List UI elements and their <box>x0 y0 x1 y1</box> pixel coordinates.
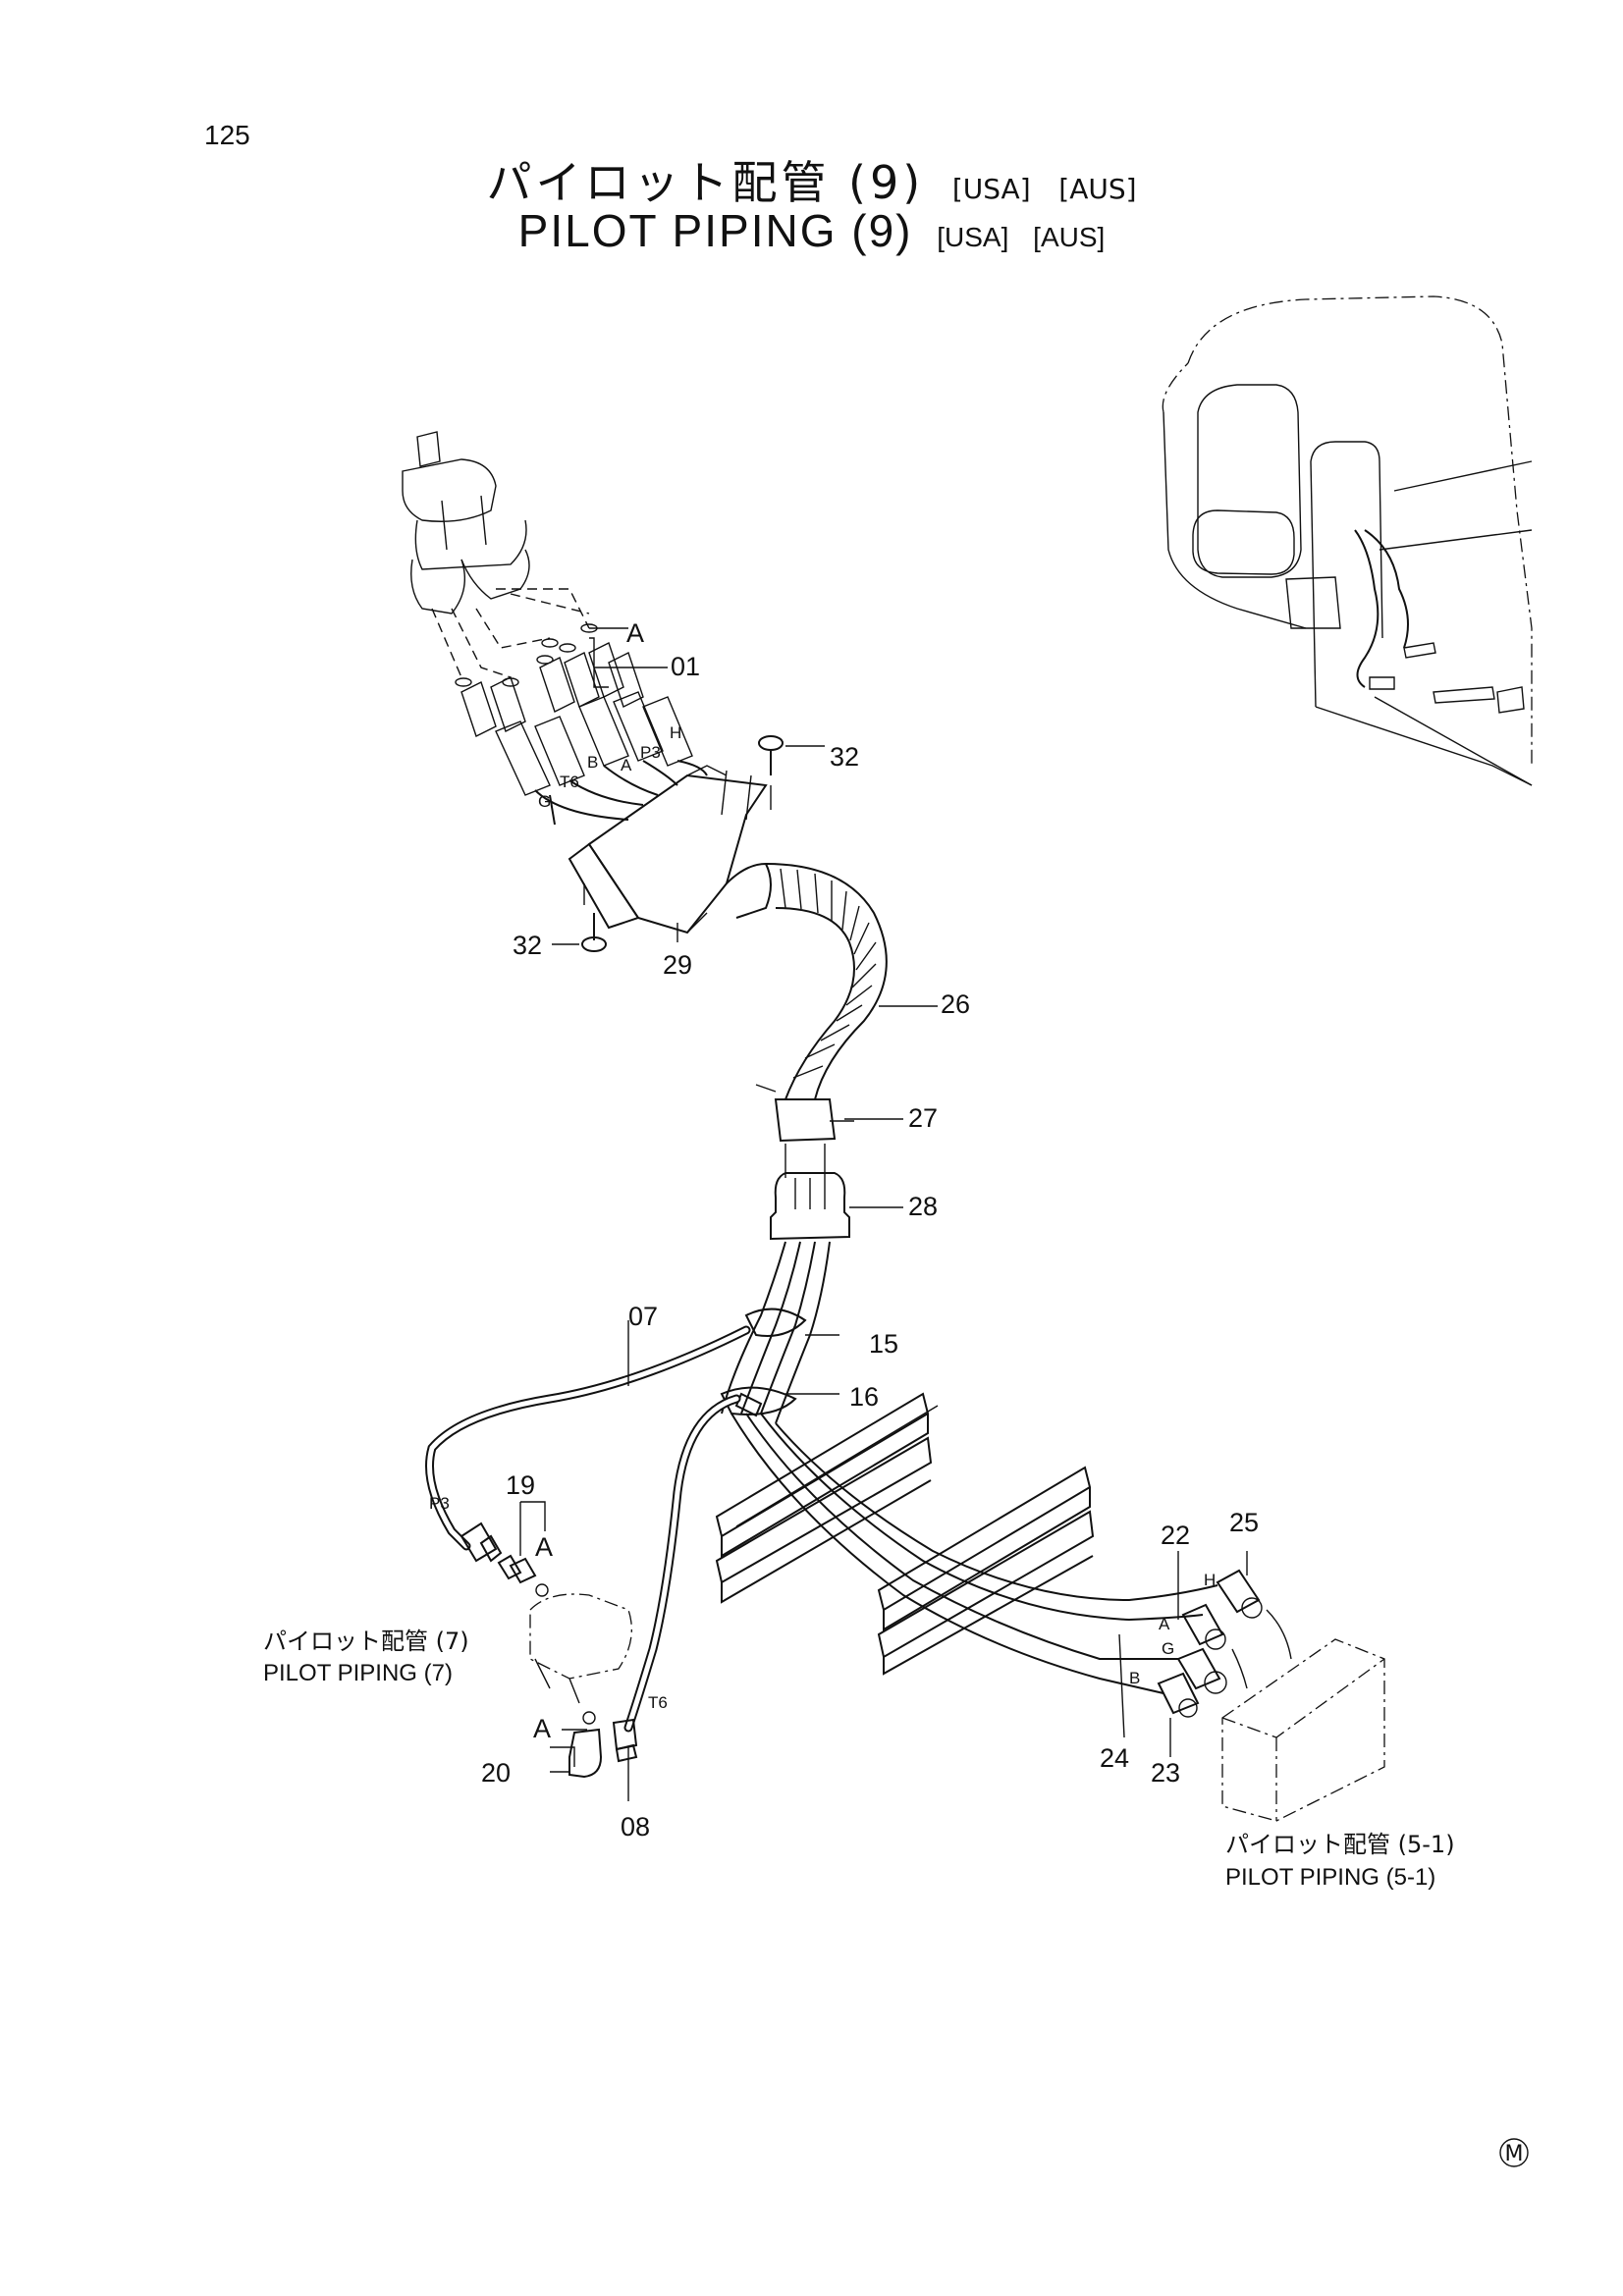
callout-08: 08 <box>621 1812 650 1842</box>
fitting-22-a <box>1181 1603 1226 1650</box>
callout-15: 15 <box>869 1329 898 1359</box>
footer-m-mark: M <box>1499 2138 1529 2167</box>
valve-ref-pilot-piping-7 <box>529 1593 632 1725</box>
callout-19: 19 <box>506 1470 535 1500</box>
port-label-a-top: A <box>621 756 632 774</box>
callout-29: 29 <box>663 950 692 980</box>
port-label-h-right: H <box>1204 1571 1216 1589</box>
page-title-japanese: パイロット配管 (9) [USA] [AUS] <box>0 147 1623 212</box>
callout-24: 24 <box>1100 1743 1129 1773</box>
cable-tie-15 <box>744 1308 839 1337</box>
port-label-g-top: G <box>538 792 551 811</box>
region-tag-usa-en: [USA] <box>937 222 1009 252</box>
ref-pilot-piping-7-jp: パイロット配管 (7) <box>263 1628 469 1655</box>
upper-hose-bundle <box>534 760 708 826</box>
callout-28: 28 <box>908 1192 938 1221</box>
elbow-20 <box>550 1728 603 1779</box>
title-jp-text: パイロット配管 (9) <box>486 156 925 209</box>
hose-fittings-cluster <box>460 642 693 796</box>
fitting-p3-left <box>460 1522 503 1563</box>
hose-07 <box>425 1320 751 1551</box>
detail-mark-a-top: A <box>626 618 644 648</box>
page-number: 125 <box>204 120 250 150</box>
support-rail-left <box>715 1392 939 1604</box>
corrugated-tube-26 <box>765 863 888 1100</box>
port-label-a-right: A <box>1159 1615 1170 1633</box>
bolt-32-upper <box>758 735 825 810</box>
callout-01: 01 <box>671 652 700 681</box>
region-tag-aus: [AUS] <box>1058 173 1137 205</box>
control-valve-block-ref <box>1221 1609 1385 1822</box>
footer-m-text: M <box>1505 2142 1524 2166</box>
cab-inset-drawing <box>1162 295 1533 786</box>
fitting-t6-left <box>612 1718 638 1763</box>
callout-27: 27 <box>908 1103 938 1133</box>
fitting-25-h <box>1216 1569 1263 1619</box>
callout-26: 26 <box>941 989 970 1019</box>
ref-pilot-piping-5-1-en: PILOT PIPING (5-1) <box>1225 1864 1435 1891</box>
callout-25: 25 <box>1229 1508 1259 1537</box>
port-label-g-right: G <box>1162 1639 1174 1658</box>
callout-32-upper: 32 <box>830 742 859 772</box>
detail-mark-a-left: A <box>535 1532 553 1562</box>
bolt-32-lower <box>581 883 607 952</box>
port-label-p3-left: P3 <box>429 1494 450 1513</box>
detail-mark-a-bottom: A <box>533 1714 551 1743</box>
callout-16: 16 <box>849 1382 879 1412</box>
pilot-valve-drawing <box>402 431 530 614</box>
port-label-t6-left: T6 <box>648 1693 668 1712</box>
manifold-block-29 <box>568 765 772 934</box>
lower-hose-run <box>730 1413 1218 1694</box>
clamp-27 <box>755 1084 854 1178</box>
hose-08 <box>623 1394 741 1801</box>
callout-20: 20 <box>481 1758 511 1788</box>
region-tag-usa: [USA] <box>951 173 1031 205</box>
callout-07: 07 <box>628 1302 658 1331</box>
port-label-h-top: H <box>670 723 681 742</box>
adapter-19 <box>497 1502 549 1597</box>
port-label-b-right: B <box>1129 1669 1140 1687</box>
valve-port-dashed-leaders <box>431 588 598 687</box>
callout-22: 22 <box>1161 1521 1190 1550</box>
callout-32-lower: 32 <box>513 931 542 960</box>
callout-23: 23 <box>1151 1758 1180 1788</box>
port-label-b-top: B <box>587 753 598 772</box>
port-label-t6-top: T6 <box>560 773 579 791</box>
fitting-g <box>1176 1647 1227 1694</box>
callout-leaders <box>520 627 1248 1767</box>
support-rail-right <box>877 1466 1095 1676</box>
fitting-23-b <box>1157 1672 1200 1718</box>
grommet-28 <box>770 1172 850 1241</box>
title-en-text: PILOT PIPING (9) <box>517 205 913 256</box>
port-label-p3-top: P3 <box>640 743 661 762</box>
ref-pilot-piping-5-1-jp: パイロット配管 (5-1) <box>1225 1831 1455 1858</box>
page-title-english: PILOT PIPING (9) [USA] [AUS] <box>0 204 1623 257</box>
region-tag-aus-en: [AUS] <box>1033 222 1106 252</box>
ref-pilot-piping-7-en: PILOT PIPING (7) <box>263 1660 453 1686</box>
